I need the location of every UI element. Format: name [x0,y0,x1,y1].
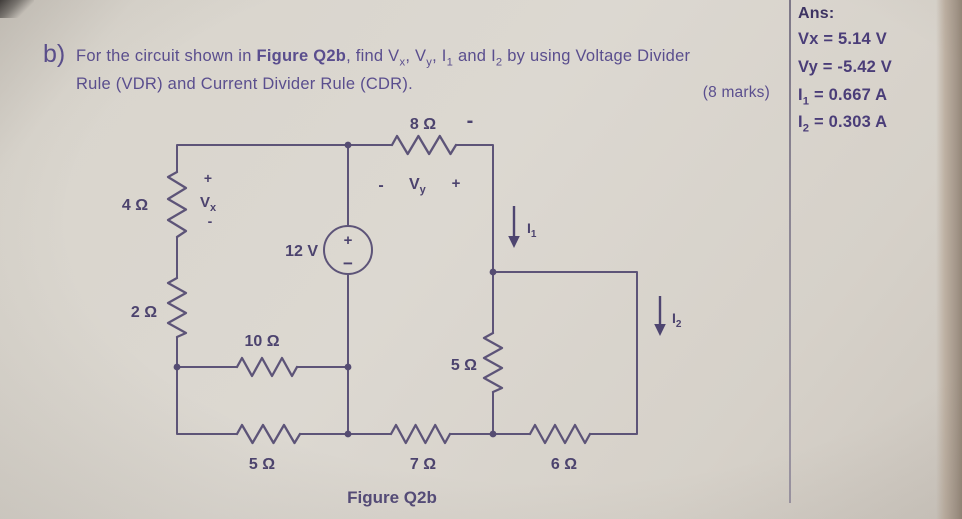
resistor-5ohm-bottom [235,423,302,445]
resistor-6ohm-label: 6 Ω [551,456,577,473]
vx-label: Vx [200,194,217,214]
source-label: 12 V [285,243,318,260]
source-minus-sign: − [343,254,353,273]
resistor-2ohm-label: 2 Ω [131,304,157,321]
wire-top-left [176,144,393,173]
figure-reference: Figure Q2b [256,47,347,65]
junction-dot [344,430,352,438]
resistor-8ohm [390,134,458,156]
vy-minus-sign: - [378,177,383,194]
resistor-10ohm-label: 10 Ω [244,333,279,350]
junction-dot [173,363,181,371]
i2-label: I2 [672,310,682,330]
answer-column-divider [789,0,791,503]
resistors [166,134,592,445]
i1-label: I1 [527,220,537,240]
photo-corner-shadow [0,0,34,18]
circuit-labels: 8 Ω - - Vy + 4 Ω + Vx - 2 Ω 12 V 10 Ω 5 … [122,110,682,507]
current-arrows [508,206,666,336]
answer-i2: I2 = 0.303 A [798,113,888,135]
current-arrowhead-i2 [654,324,666,336]
vx-minus-sign: - [208,213,213,229]
resistor-5ohm-vertical-label: 5 Ω [451,357,477,374]
answer-title: Ans: [798,5,835,22]
answer-vy: Vy = -5.42 V [798,57,892,76]
junction-dot [489,268,497,276]
question-part-label: b) [43,40,66,68]
question-line1: For the circuit shown in Figure Q2b, fin… [76,47,691,69]
resistor-4ohm [166,170,188,239]
voltage-source: + − [323,225,373,275]
photo-edge-strip [936,0,962,519]
resistor-7ohm [389,423,452,445]
vy-label: Vy [409,176,427,196]
resistor-5ohm-vertical [482,331,504,394]
answer-vx: Vx = 5.14 V [798,30,887,48]
junction-dot [344,363,352,371]
source-plus-sign: + [344,232,353,249]
stray-minus-mark: - [467,110,474,132]
resistor-10ohm [235,356,299,378]
junction-dots [173,141,497,438]
resistor-4ohm-label: 4 Ω [122,197,148,214]
figure-caption: Figure Q2b [347,488,437,507]
question-line2: Rule (VDR) and Current Divider Rule (CDR… [76,75,413,94]
marks-note: (8 marks) [702,84,770,101]
resistor-5ohm-bottom-label: 5 Ω [249,456,275,473]
voltage-source-circle [323,225,373,275]
junction-dot [489,430,497,438]
vx-plus-sign: + [204,170,212,186]
wire-right-loop [492,271,638,435]
junction-dot [344,141,352,149]
resistor-6ohm [528,423,592,445]
question-text: For the circuit shown in Figure Q2b, fin… [76,45,776,95]
answer-i1: I1 = 0.667 A [798,85,888,107]
resistor-8ohm-label: 8 Ω [410,116,436,133]
answer-block: Ans: Vx = 5.14 V Vy = -5.42 V I1 = 0.667… [798,5,948,141]
resistor-7ohm-label: 7 Ω [410,456,436,473]
wire-top-right-down [455,144,494,273]
current-arrowhead-i1 [508,236,520,248]
wires [176,144,638,435]
resistor-2ohm [166,276,188,339]
wire-left-bottom [176,336,238,435]
vy-plus-sign: + [452,175,461,192]
